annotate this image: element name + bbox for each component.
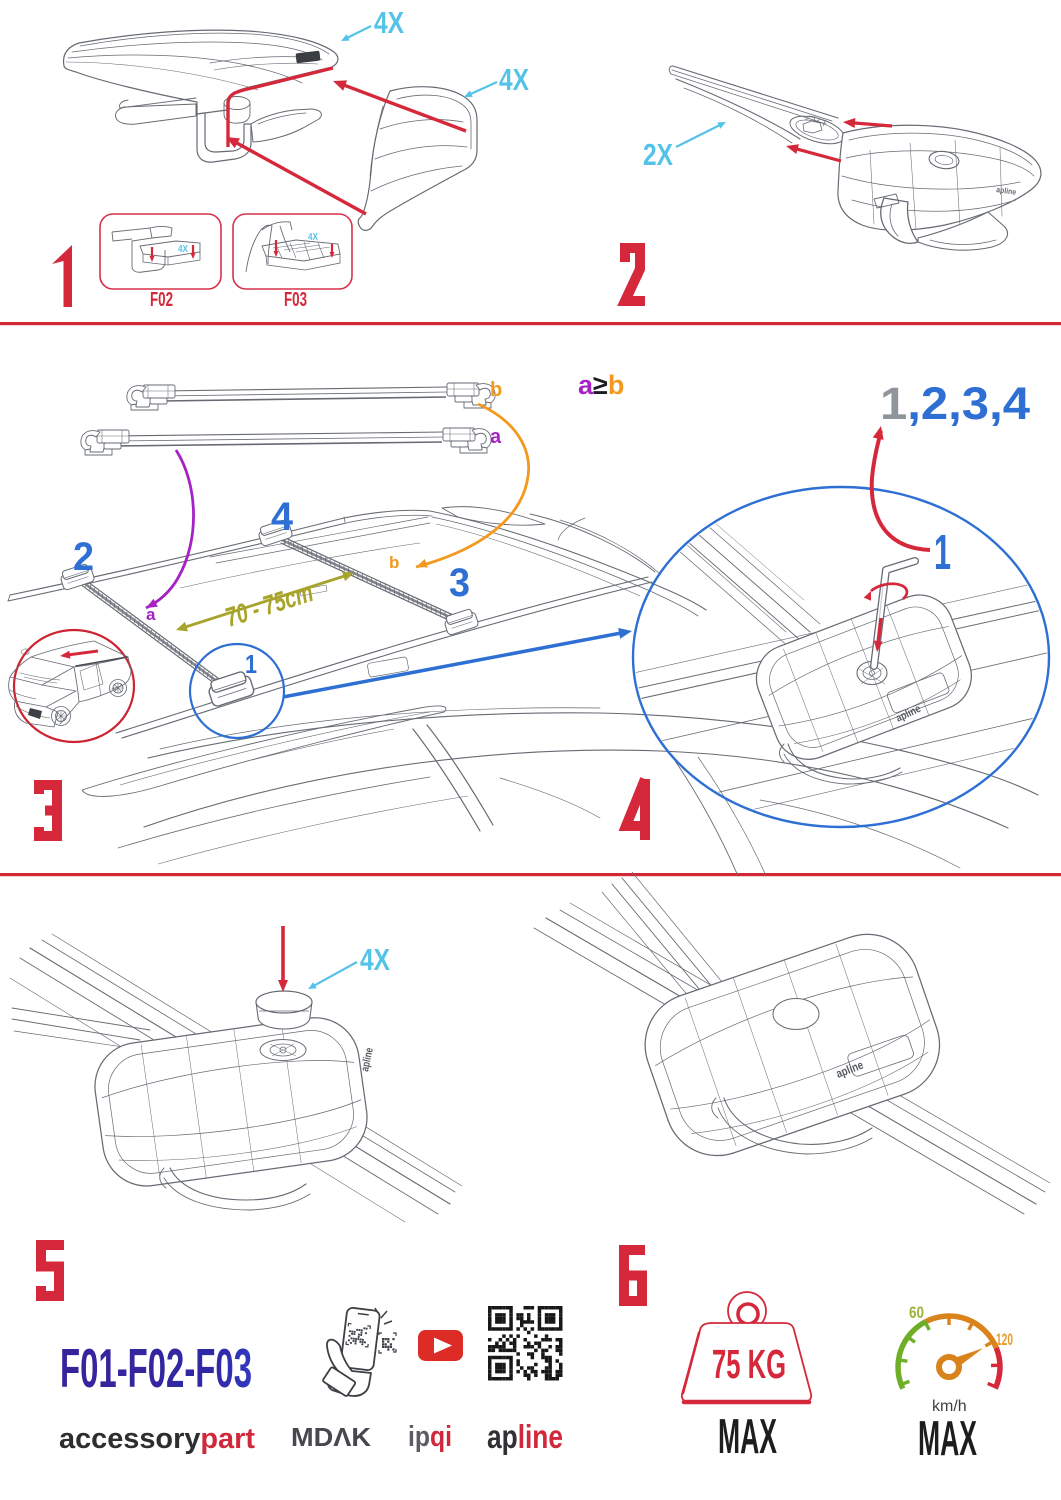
svg-text:4X: 4X [308, 232, 318, 243]
svg-text:MDΛK: MDΛK [291, 1422, 371, 1452]
svg-text:accessorypart: accessorypart [59, 1423, 255, 1455]
svg-text:ipqi: ipqi [408, 1421, 452, 1453]
svg-text:4X: 4X [374, 5, 404, 40]
svg-text:4X: 4X [499, 62, 529, 97]
svg-text:120: 120 [996, 1330, 1013, 1349]
svg-text:apline: apline [359, 1047, 376, 1073]
svg-text:b: b [490, 379, 502, 401]
svg-text:F01-F02-F03: F01-F02-F03 [60, 1337, 252, 1399]
svg-text:MAX: MAX [718, 1410, 777, 1464]
svg-text:a: a [146, 605, 156, 624]
svg-text:1,2,3,4: 1,2,3,4 [880, 378, 1030, 429]
svg-text:apline: apline [996, 185, 1018, 197]
svg-text:3: 3 [449, 561, 470, 605]
svg-text:4: 4 [271, 495, 294, 539]
svg-text:F02: F02 [150, 289, 173, 311]
svg-text:1: 1 [245, 649, 257, 679]
svg-text:4X: 4X [360, 942, 390, 977]
svg-text:75 KG: 75 KG [712, 1341, 786, 1387]
svg-text:2X: 2X [643, 137, 673, 172]
svg-text:1: 1 [934, 526, 951, 580]
svg-text:F03: F03 [284, 289, 307, 311]
svg-text:b: b [389, 553, 399, 572]
svg-text:apline: apline [487, 1418, 563, 1455]
svg-text:70 - 75cm: 70 - 75cm [222, 577, 317, 633]
svg-text:2: 2 [73, 535, 94, 579]
svg-text:MAX: MAX [918, 1412, 977, 1466]
svg-text:60: 60 [909, 1303, 924, 1322]
svg-text:km/h: km/h [932, 1398, 967, 1415]
svg-text:a: a [490, 426, 502, 448]
svg-text:4X: 4X [178, 244, 188, 255]
svg-text:a≥b: a≥b [578, 370, 624, 400]
